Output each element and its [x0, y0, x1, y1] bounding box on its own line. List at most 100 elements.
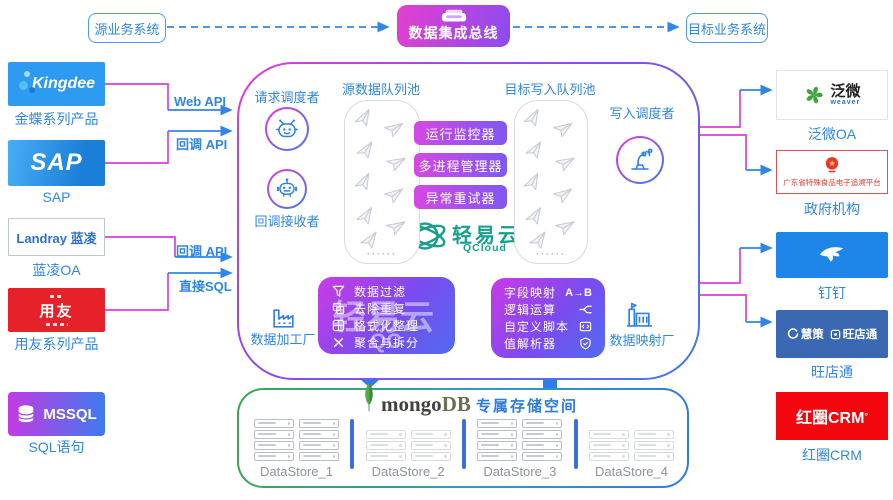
mapping-item-label: 逻辑运算: [504, 303, 557, 317]
datastore-separator: [573, 419, 578, 469]
mapping-item: 值解析器: [491, 335, 605, 352]
server-rack-icon: [410, 429, 451, 461]
gov-logo-box: ★ 广东省特殊食品电子追溯平台: [776, 150, 888, 194]
integration-hub-container: [237, 62, 700, 380]
huice-brand: 慧策: [787, 326, 824, 342]
yonyou-logo-deco: [49, 294, 64, 298]
target-queue-title: 目标写入队列池: [504, 82, 596, 97]
dedup-icon: [332, 302, 345, 315]
sap-label: SAP: [42, 189, 71, 205]
datastore-label: DataStore_3: [483, 464, 557, 479]
server-rack-icon: [477, 418, 518, 461]
datastore-group: DataStore_1: [254, 418, 339, 479]
wangdiantong-brand: 旺店通: [830, 326, 878, 342]
callback-receiver-label: 回调接收者: [254, 214, 320, 229]
filter-icon: [332, 285, 345, 298]
processing-factory-label: 数据加工厂: [250, 332, 316, 347]
datastore-group: DataStore_4: [588, 429, 674, 479]
format-icon: [332, 319, 345, 332]
huice-swirl-icon: [787, 328, 798, 339]
processing-item: 聚合与拆分: [318, 334, 455, 351]
queue-more-dots: ······: [367, 249, 397, 259]
monitor-multiprocess: 多进程管理器: [414, 153, 507, 177]
mongodb-brand: mongoDB: [381, 392, 471, 417]
sap-logo-box: SAP: [8, 140, 105, 186]
wangdiantong-brand-text: 旺店通: [842, 329, 878, 341]
source-systems-box: 源业务系统: [88, 13, 166, 43]
database-icon: [18, 405, 35, 423]
huice-brand-text: 慧策: [800, 329, 824, 341]
target-systems-box: 目标业务系统: [686, 13, 768, 43]
factory-icon: [273, 309, 294, 328]
datastore-label: DataStore_1: [260, 464, 333, 479]
mongodb-leaf-icon: [365, 382, 373, 412]
source-systems-label: 源业务系统: [94, 21, 160, 37]
robot-arm-icon: [631, 148, 653, 170]
gov-label: 政府机构: [804, 201, 860, 217]
dingtalk-label: 钉钉: [818, 285, 846, 301]
mapping-item: 逻辑运算: [491, 301, 605, 318]
request-scheduler-node: [265, 107, 309, 151]
weaver-logo-sub: weaver: [830, 98, 861, 106]
yonyou-label: 用友系列产品: [14, 336, 99, 352]
kingdee-label: 金蝶系列产品: [14, 111, 99, 127]
robot-icon: [276, 178, 298, 197]
server-rack-icon: [365, 429, 406, 461]
yonyou-logo-text: 用友: [39, 302, 74, 320]
paper-plane-icons: [352, 108, 406, 251]
target-queue-pool: ······: [514, 100, 588, 264]
national-emblem-icon: ★: [825, 157, 839, 173]
datastore-label: DataStore_4: [594, 464, 668, 479]
hongquan-label: 红圈CRM: [802, 447, 862, 463]
paper-plane-icons: [521, 108, 575, 251]
mssql-logo-box: MSSQL: [8, 392, 105, 436]
connector-label-web-api: Web API: [174, 94, 227, 109]
weaver-pinwheel-icon: [807, 86, 824, 104]
server-rack-icon: [522, 418, 563, 461]
request-scheduler-label: 请求调度者: [254, 90, 320, 105]
dingtalk-logo-box: [776, 232, 888, 278]
datastore-group: DataStore_2: [365, 429, 451, 479]
kingdee-logo-box: Kingdee: [8, 62, 105, 106]
mapping-item-label: 自定义脚本: [504, 320, 570, 334]
kingdee-dot-icon: [19, 81, 28, 90]
mapping-item-label: 值解析器: [504, 337, 557, 351]
source-queue-pool: ······: [344, 100, 420, 264]
landray-logo-box: Landray 蓝凌: [8, 218, 105, 256]
server-rack-icon: [254, 418, 294, 461]
mapping-item: 自定义脚本: [491, 318, 605, 335]
server-rack-icon: [588, 429, 629, 461]
mongodb-brand-prefix: mongo: [381, 392, 442, 416]
split-merge-icon: [332, 336, 345, 349]
mongodb-brand-suffix: DB: [441, 392, 471, 416]
processing-item-label: 去除重复: [354, 302, 407, 316]
script-icon: [579, 320, 592, 333]
callback-receiver-node: [267, 169, 307, 209]
processing-factory-box: 数据过滤 去除重复 格式化整理 聚合与拆分: [318, 277, 455, 354]
sap-logo-text: SAP: [30, 149, 83, 176]
integration-bus: 数据集成总线: [397, 5, 510, 47]
weaver-label: 泛微OA: [807, 126, 857, 142]
server-rack-icon: [633, 429, 674, 461]
logic-icon: [579, 303, 592, 316]
dingtalk-bird-icon: [819, 246, 844, 262]
weaver-logo-text: 泛微: [830, 82, 861, 100]
monitor-retry: 异常重试器: [414, 185, 507, 209]
mapping-item: 字段映射 A→B: [491, 284, 605, 301]
qcloud-brand-name: 轻易云: [452, 225, 521, 247]
datastore-label: DataStore_2: [371, 464, 445, 479]
queue-more-dots: ······: [536, 249, 566, 259]
source-queue-title: 源数据队列池: [341, 82, 420, 97]
processing-item: 数据过滤: [318, 283, 455, 300]
yonyou-logo-box: 用友: [8, 288, 105, 332]
mapping-item-label: 字段映射: [504, 286, 557, 300]
qcloud-brand-sub: QCloud: [463, 242, 507, 254]
map-ab-icon: A→B: [565, 286, 592, 299]
storage-title: 专属存储空间: [476, 398, 579, 415]
hongquan-crm-logo-box: 红圈CRM°: [776, 392, 888, 440]
processing-item: 去除重复: [318, 300, 455, 317]
robot-icon: [276, 119, 298, 138]
mssql-label: SQL语句: [28, 439, 85, 455]
write-scheduler-node: [616, 136, 664, 184]
